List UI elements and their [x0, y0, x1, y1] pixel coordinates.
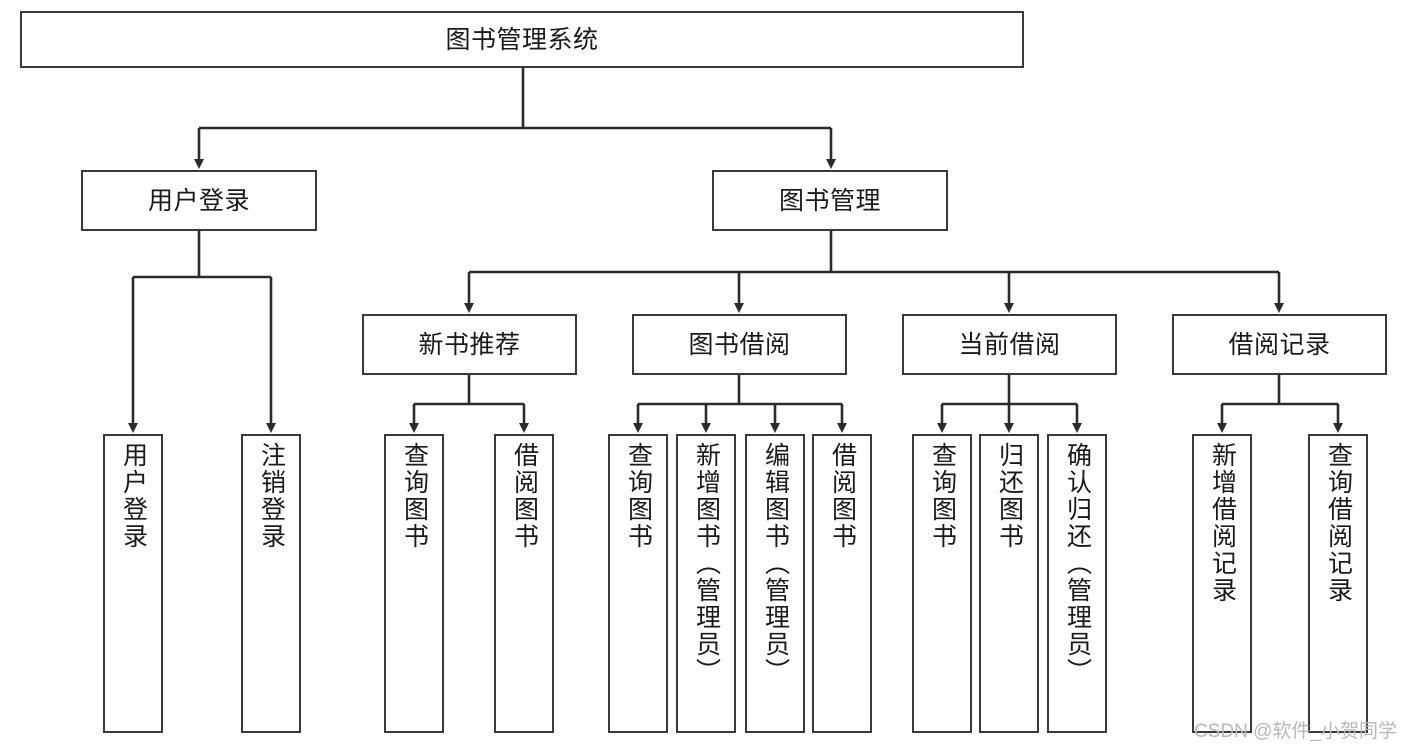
- node-label: 查询图书: [624, 442, 653, 550]
- node-label: 新增图书（管理员）: [692, 442, 721, 685]
- node-leaf-query-book-current[interactable]: 查询图书: [912, 434, 972, 733]
- node-leaf-add-borrow-record[interactable]: 新增借阅记录: [1192, 434, 1252, 733]
- node-leaf-confirm-return[interactable]: 确认归还（管理员）: [1047, 434, 1107, 733]
- node-leaf-return-book[interactable]: 归还图书: [979, 434, 1039, 733]
- node-label: 注销登录: [257, 442, 286, 550]
- node-label: 图书管理: [778, 186, 881, 215]
- node-label: 确认归还（管理员）: [1063, 442, 1092, 685]
- node-leaf-query-borrow-record[interactable]: 查询借阅记录: [1308, 434, 1368, 733]
- node-leaf-borrow-book[interactable]: 借阅图书: [812, 434, 872, 733]
- node-label: 新书推荐: [418, 330, 521, 359]
- node-borrow-record[interactable]: 借阅记录: [1172, 314, 1387, 375]
- node-root-book-management-system[interactable]: 图书管理系统: [20, 11, 1024, 68]
- node-leaf-query-book-recommend[interactable]: 查询图书: [384, 434, 444, 733]
- node-book-management[interactable]: 图书管理: [712, 170, 948, 231]
- node-book-borrow[interactable]: 图书借阅: [632, 314, 847, 375]
- node-leaf-add-book[interactable]: 新增图书（管理员）: [676, 434, 736, 733]
- node-new-book-recommend[interactable]: 新书推荐: [362, 314, 577, 375]
- node-label: 借阅图书: [828, 442, 857, 550]
- node-leaf-user-logout[interactable]: 注销登录: [241, 434, 301, 733]
- node-label: 图书借阅: [688, 330, 791, 359]
- node-leaf-borrow-book-recommend[interactable]: 借阅图书: [494, 434, 554, 733]
- node-label: 查询图书: [400, 442, 429, 550]
- node-label: 查询图书: [928, 442, 957, 550]
- node-label: 当前借阅: [958, 330, 1061, 359]
- node-label: 借阅记录: [1228, 330, 1331, 359]
- node-label: 用户登录: [147, 186, 250, 215]
- node-label: 新增借阅记录: [1208, 442, 1237, 604]
- node-label: 编辑图书（管理员）: [761, 442, 790, 685]
- node-label: 查询借阅记录: [1324, 442, 1353, 604]
- node-leaf-user-login[interactable]: 用户登录: [103, 434, 163, 733]
- node-leaf-edit-book[interactable]: 编辑图书（管理员）: [745, 434, 805, 733]
- node-label: 用户登录: [119, 442, 148, 550]
- node-label: 图书管理系统: [445, 25, 599, 54]
- node-current-borrow[interactable]: 当前借阅: [902, 314, 1117, 375]
- node-label: 归还图书: [995, 442, 1024, 550]
- node-leaf-query-book-borrow[interactable]: 查询图书: [608, 434, 668, 733]
- watermark-text: CSDN @软件_小贺同学: [1194, 721, 1397, 742]
- node-user-login[interactable]: 用户登录: [81, 170, 317, 231]
- node-label: 借阅图书: [510, 442, 539, 550]
